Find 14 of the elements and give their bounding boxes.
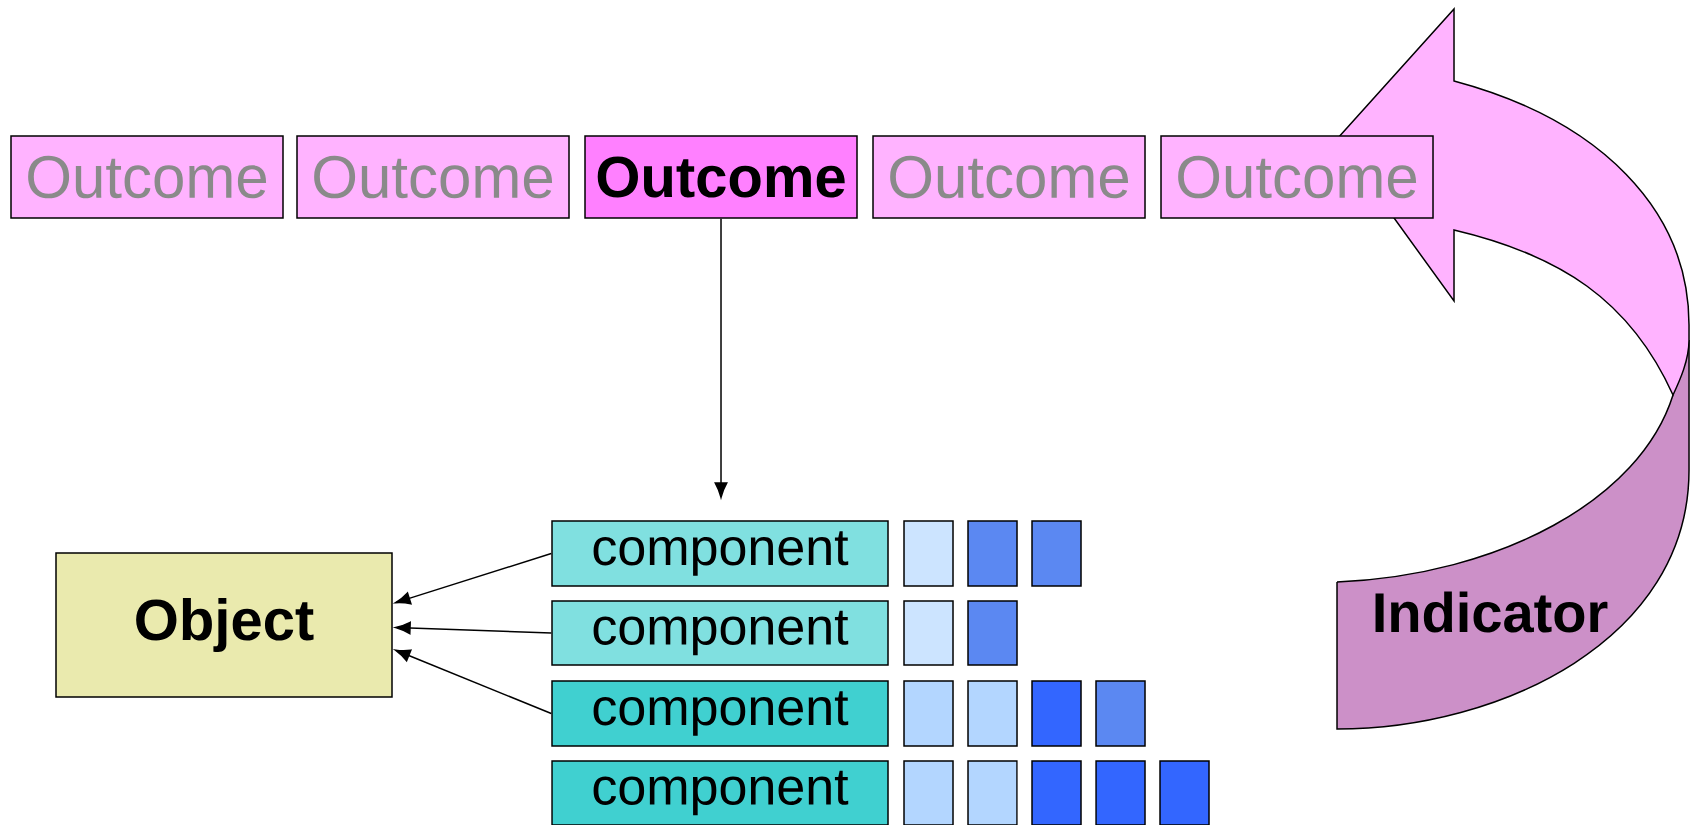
outcome-box: Outcome	[296, 135, 570, 219]
object-box: Object	[55, 552, 393, 698]
component-box: component	[551, 680, 889, 747]
arrow	[714, 218, 728, 498]
component-box: component	[551, 600, 889, 666]
component-box: component	[551, 520, 889, 587]
outcome-box: Outcome	[584, 135, 858, 219]
outcome-box: Outcome	[872, 135, 1146, 219]
arrow	[395, 621, 552, 635]
outcome-box: Outcome	[1160, 135, 1434, 219]
component-box: component	[551, 760, 889, 825]
outcome-box: Outcome	[10, 135, 284, 219]
arrow	[394, 649, 552, 715]
arrow	[394, 552, 552, 605]
